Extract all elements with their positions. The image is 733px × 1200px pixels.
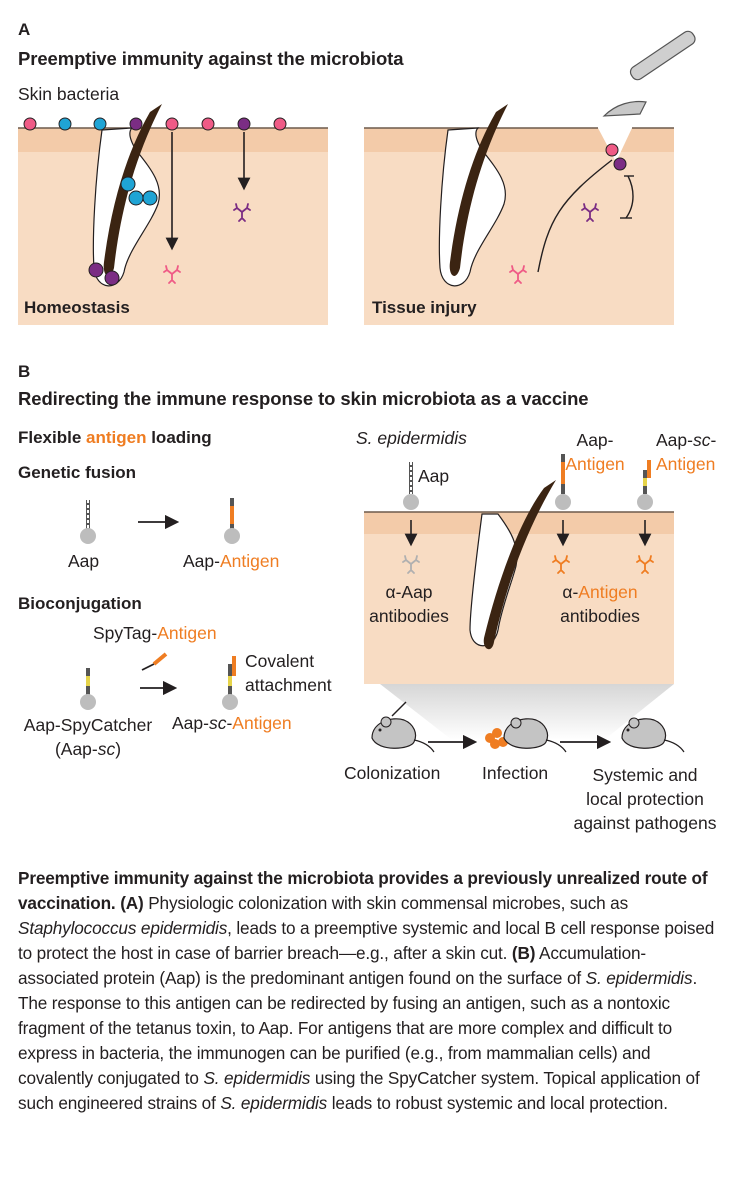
magnify-cone [380, 684, 674, 740]
infection-label: Infection [482, 763, 549, 783]
vaccination-skin-diagram [364, 454, 674, 684]
spytag-antigen-label: SpyTag-Antigen [93, 623, 217, 643]
mouse-colonization-icon [371, 701, 435, 753]
bioconjugation-heading: Bioconjugation [18, 594, 142, 613]
aap-spycatcher-label: Aap-SpyCatcher(Aap-sc) [23, 715, 153, 759]
panel-a-letter: A [18, 20, 31, 39]
figure-caption: Preemptive immunity against the microbio… [18, 868, 715, 1113]
panel-b-letter: B [18, 362, 31, 381]
bioconjugation-diagram [80, 652, 238, 710]
aap-sc-antigen-label-left: Aap-sc-Antigen [172, 713, 292, 733]
panel-b-title: Redirecting the immune response to skin … [18, 388, 589, 409]
skin-bacteria-label: Skin bacteria [18, 84, 120, 104]
figure-graphics [18, 30, 696, 753]
homeostasis-panel [18, 104, 328, 325]
tissue-injury-panel [364, 30, 696, 325]
caption-lead: Preemptive immunity against the microbio… [18, 868, 708, 913]
s-epidermidis-label: S. epidermidis [356, 428, 467, 448]
genetic-fusion-diagram [80, 498, 240, 544]
genetic-fusion-heading: Genetic fusion [18, 463, 137, 482]
tissue-injury-label: Tissue injury [372, 298, 477, 317]
aap-antigen-label-right: Aap-Antigen [565, 430, 625, 474]
mouse-infection-icon [485, 717, 567, 753]
aap-label: Aap [68, 551, 100, 571]
mouse-protected-icon [621, 717, 685, 753]
aap-sc-antigen-label-right: Aap-sc-Antigen [656, 430, 717, 474]
homeostasis-label: Homeostasis [24, 298, 130, 317]
flexible-antigen-loading-heading: Flexible antigen loading [18, 428, 212, 447]
panel-a-title: Preemptive immunity against the microbio… [18, 48, 404, 69]
aap-label-right: Aap [418, 466, 450, 486]
aap-antigen-label: Aap-Antigen [183, 551, 280, 571]
colonization-label: Colonization [344, 763, 441, 783]
